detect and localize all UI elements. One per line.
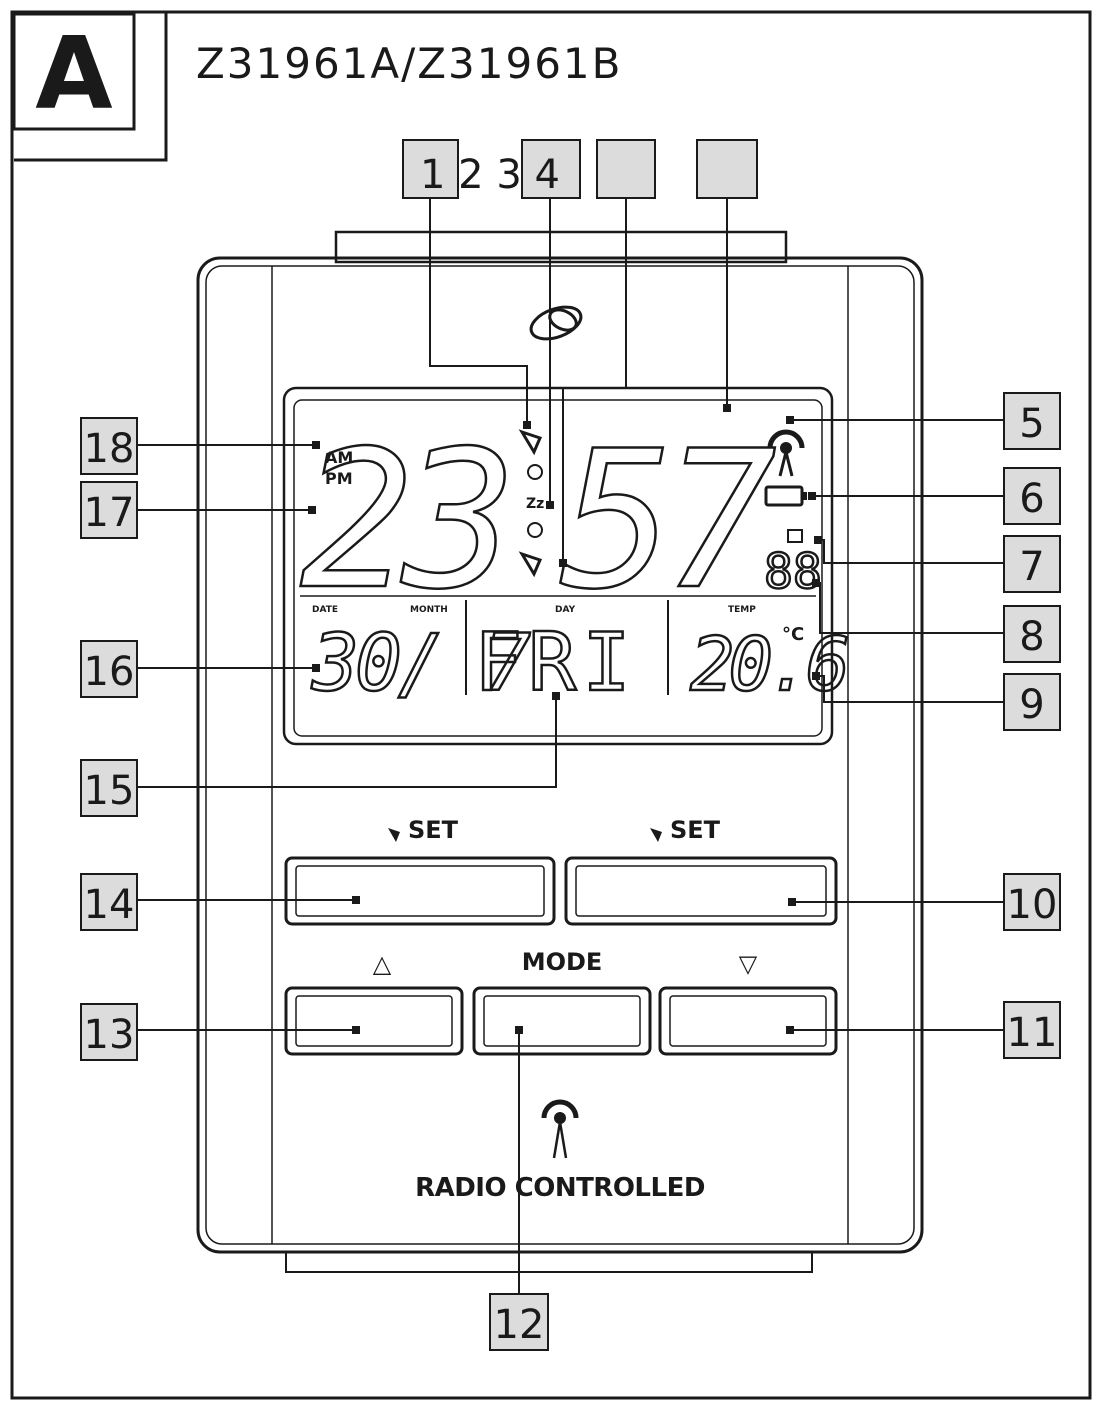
svg-text:18: 18 <box>84 426 135 472</box>
mode-label: MODE <box>522 948 603 976</box>
alarm1-set-button[interactable] <box>284 856 556 926</box>
temp-value: 20.6 <box>690 622 847 708</box>
battery-icon <box>764 485 804 507</box>
alarm2-set-bell-icon <box>650 828 662 842</box>
radio-controlled-label: RADIO CONTROLLED <box>415 1173 705 1203</box>
leader-1 <box>429 198 528 425</box>
callout-18: 18 <box>80 417 316 475</box>
callout-7: 7 <box>818 535 1061 593</box>
callout-10: 10 <box>792 873 1061 931</box>
alarm1-bell-icon <box>518 429 543 456</box>
svg-text:16: 16 <box>84 649 135 695</box>
callout-8: 8 <box>816 582 1061 663</box>
date-value: 30/ 7 <box>311 619 531 709</box>
callout-15: 15 <box>80 696 557 817</box>
callout-12: 12 <box>489 1030 549 1351</box>
callout-14: 14 <box>80 873 356 931</box>
time-hours: 23 <box>300 410 505 631</box>
down-button[interactable] <box>658 986 838 1056</box>
alarm2-set-button[interactable] <box>564 856 838 926</box>
figure-letter-box <box>12 12 136 131</box>
device-body-inner <box>205 265 915 1245</box>
lcd-screen <box>282 386 834 746</box>
time-minutes: 57 <box>560 410 775 631</box>
alarm2-bell-icon <box>518 551 543 578</box>
pm-indicator: PM <box>325 469 353 488</box>
bottom-foot <box>285 1251 813 1273</box>
month-header: MONTH <box>410 605 448 615</box>
svg-text:10: 10 <box>1007 882 1058 928</box>
callout-box-4 <box>521 139 581 199</box>
alarm2-set-label: SET <box>670 816 721 844</box>
dst-icon <box>787 529 803 543</box>
callout-box-2 <box>696 139 758 199</box>
svg-text:12: 12 <box>494 1302 545 1348</box>
callout-16: 16 <box>80 640 316 698</box>
callout-11: 11 <box>790 1001 1061 1059</box>
svg-text:8: 8 <box>1019 614 1044 660</box>
callout-markers <box>308 404 822 1034</box>
alarm1-set-bell-icon <box>388 828 400 842</box>
callout-13: 13 <box>80 1003 356 1061</box>
svg-text:15: 15 <box>84 768 135 814</box>
snooze-indicator: Zz <box>526 496 544 512</box>
svg-text:5: 5 <box>1019 401 1044 447</box>
callout-box-1 <box>402 139 459 199</box>
svg-text:13: 13 <box>84 1012 135 1058</box>
alarm1-set-label: SET <box>408 816 459 844</box>
outer-frame <box>10 10 1092 1400</box>
svg-text:7: 7 <box>1019 544 1044 590</box>
figure-letter: A <box>35 15 112 132</box>
temp-unit: °C <box>782 624 804 645</box>
svg-text:14: 14 <box>84 882 135 928</box>
day-header: DAY <box>555 605 576 615</box>
lcd-inner <box>293 399 823 737</box>
callout-box-3 <box>596 139 656 199</box>
svg-text:17: 17 <box>84 490 135 536</box>
callout-6: 6 <box>812 467 1061 525</box>
outer-frame-notch <box>10 10 168 1398</box>
radio-antenna-icon <box>541 1099 579 1159</box>
top-callout-numbers: 1 2 3 4 <box>420 152 560 198</box>
am-indicator: AM <box>325 448 353 467</box>
temp-header: TEMP <box>728 605 756 615</box>
down-arrow-icon: ▽ <box>739 950 758 978</box>
callout-9: 9 <box>816 673 1061 731</box>
brand-logo-icon <box>529 305 583 341</box>
colon-dot-bottom <box>527 522 543 538</box>
model-number: Z31961A/Z31961B <box>196 39 622 88</box>
svg-text:6: 6 <box>1019 476 1044 522</box>
radio-signal-icon <box>767 429 805 477</box>
up-arrow-icon: △ <box>373 950 392 978</box>
colon-dot-top <box>527 464 543 480</box>
up-button[interactable] <box>284 986 464 1056</box>
callout-5: 5 <box>790 392 1061 450</box>
mode-button[interactable] <box>472 986 652 1056</box>
date-header: DATE <box>312 605 338 615</box>
callout-17: 17 <box>80 481 312 539</box>
svg-text:9: 9 <box>1019 682 1044 728</box>
svg-text:11: 11 <box>1007 1010 1058 1056</box>
top-snooze-bar <box>334 230 788 264</box>
timezone-digits: 88 <box>764 544 822 600</box>
